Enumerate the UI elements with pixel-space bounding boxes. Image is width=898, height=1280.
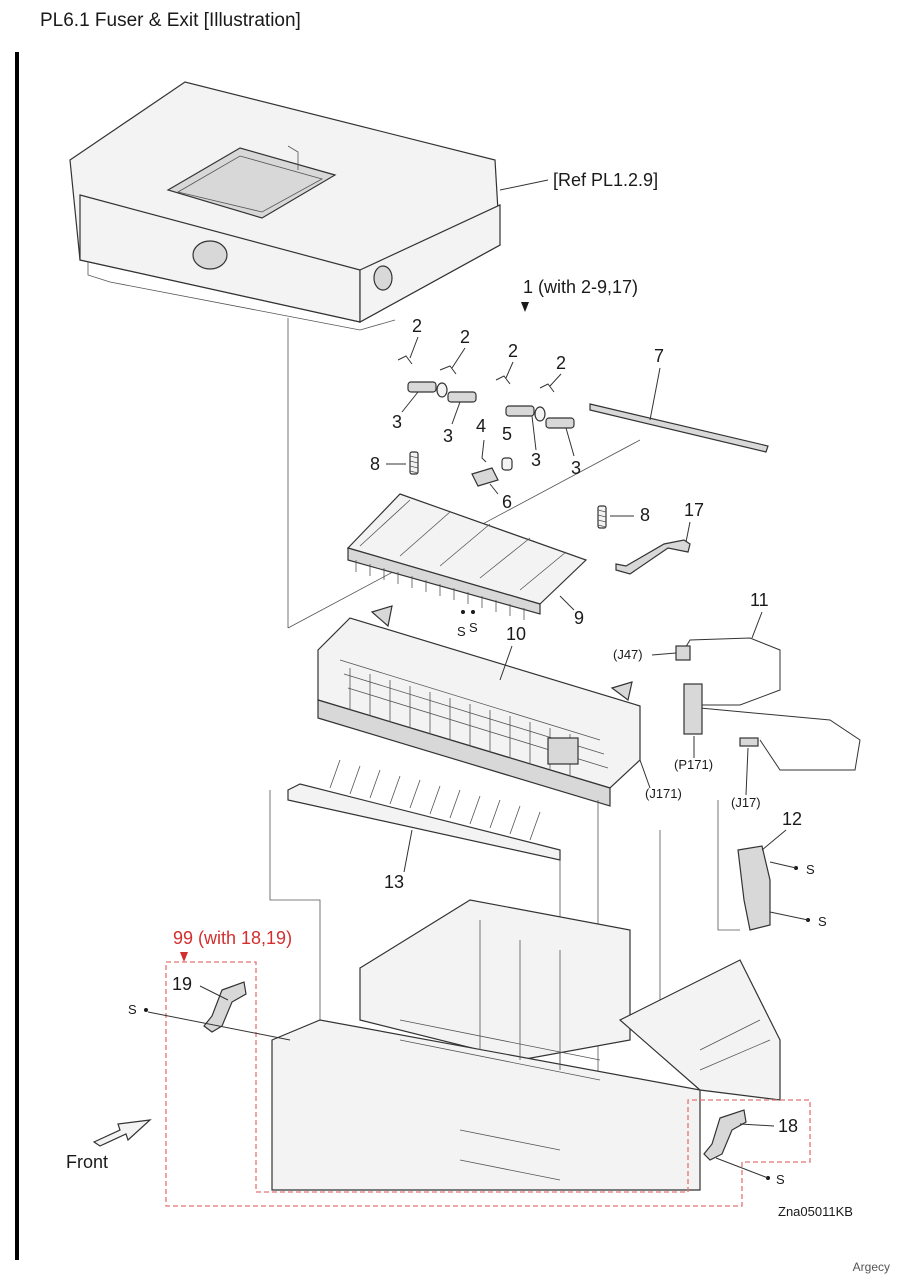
callout-part-2a: 2 [412, 316, 422, 336]
watermark: Argecy [852, 1260, 890, 1274]
screw-label: S [776, 1172, 785, 1187]
callout-part-19: 19 [172, 974, 192, 994]
front-arrow-icon [92, 1119, 152, 1147]
part-17-bracket [615, 539, 691, 575]
part-7-bar [589, 403, 769, 453]
figure-id: Zna05011KB [778, 1204, 853, 1219]
callout-part-10: 10 [506, 624, 526, 644]
callout-part-2c: 2 [508, 341, 518, 361]
screw-label: S [806, 862, 815, 877]
callout-part-3d: 3 [571, 458, 581, 478]
assembly-99-boundary [165, 961, 811, 1207]
page-title: PL6.1 Fuser & Exit [Illustration] [40, 10, 301, 31]
callout-part-8b: 8 [640, 505, 650, 525]
part-6-holder [471, 467, 499, 487]
callout-part-9: 9 [574, 608, 584, 628]
callout-part-3c: 3 [531, 450, 541, 470]
part-5-pin [501, 457, 513, 471]
screw-label: S [469, 620, 478, 635]
part-10-fuser [317, 605, 641, 807]
connector-j17: (J17) [731, 795, 761, 810]
springs-8 [409, 451, 607, 529]
callout-part-4: 4 [476, 416, 486, 436]
callout-part-18: 18 [778, 1116, 798, 1136]
part-13-guide [287, 759, 561, 861]
top-cover [69, 81, 501, 331]
screw-label: S [128, 1002, 137, 1017]
callout-ref-cover: [Ref PL1.2.9] [553, 170, 658, 190]
callout-part-17: 17 [684, 500, 704, 520]
part-9-exit-chute [346, 493, 588, 620]
callout-part-2d: 2 [556, 353, 566, 373]
part-12-bracket [737, 845, 771, 931]
callout-part-7: 7 [654, 346, 664, 366]
springs-2 [397, 355, 555, 393]
callout-part-2b: 2 [460, 327, 470, 347]
callout-part-13: 13 [384, 872, 404, 892]
callout-part-11: 11 [750, 590, 769, 610]
callout-part-5: 5 [502, 424, 512, 444]
pinch-rollers-3 [407, 381, 575, 429]
leader-ref-cover [499, 179, 549, 191]
connector-p171: (P171) [674, 757, 713, 772]
screw-label: S [457, 624, 466, 639]
connector-j47: (J47) [613, 647, 643, 662]
callout-part-8a: 8 [370, 454, 380, 474]
callout-part-3a: 3 [392, 412, 402, 432]
arrow-down-icon [180, 952, 188, 962]
callout-assembly-99: 99 (with 18,19) [173, 928, 292, 948]
front-label: Front [66, 1152, 108, 1172]
arrow-down-icon [521, 302, 529, 312]
printer-main-frame [271, 899, 781, 1191]
part-19-lever [203, 981, 247, 1033]
part-11-harness [675, 637, 861, 771]
left-margin-rule [15, 52, 19, 1260]
screw-label: S [818, 914, 827, 929]
part-18-lever [703, 1109, 747, 1161]
callout-part-12: 12 [782, 809, 802, 829]
callout-assembly-1: 1 (with 2-9,17) [523, 277, 638, 297]
connector-j171: (J171) [645, 786, 682, 801]
callout-part-3b: 3 [443, 426, 453, 446]
callout-part-6: 6 [502, 492, 512, 512]
